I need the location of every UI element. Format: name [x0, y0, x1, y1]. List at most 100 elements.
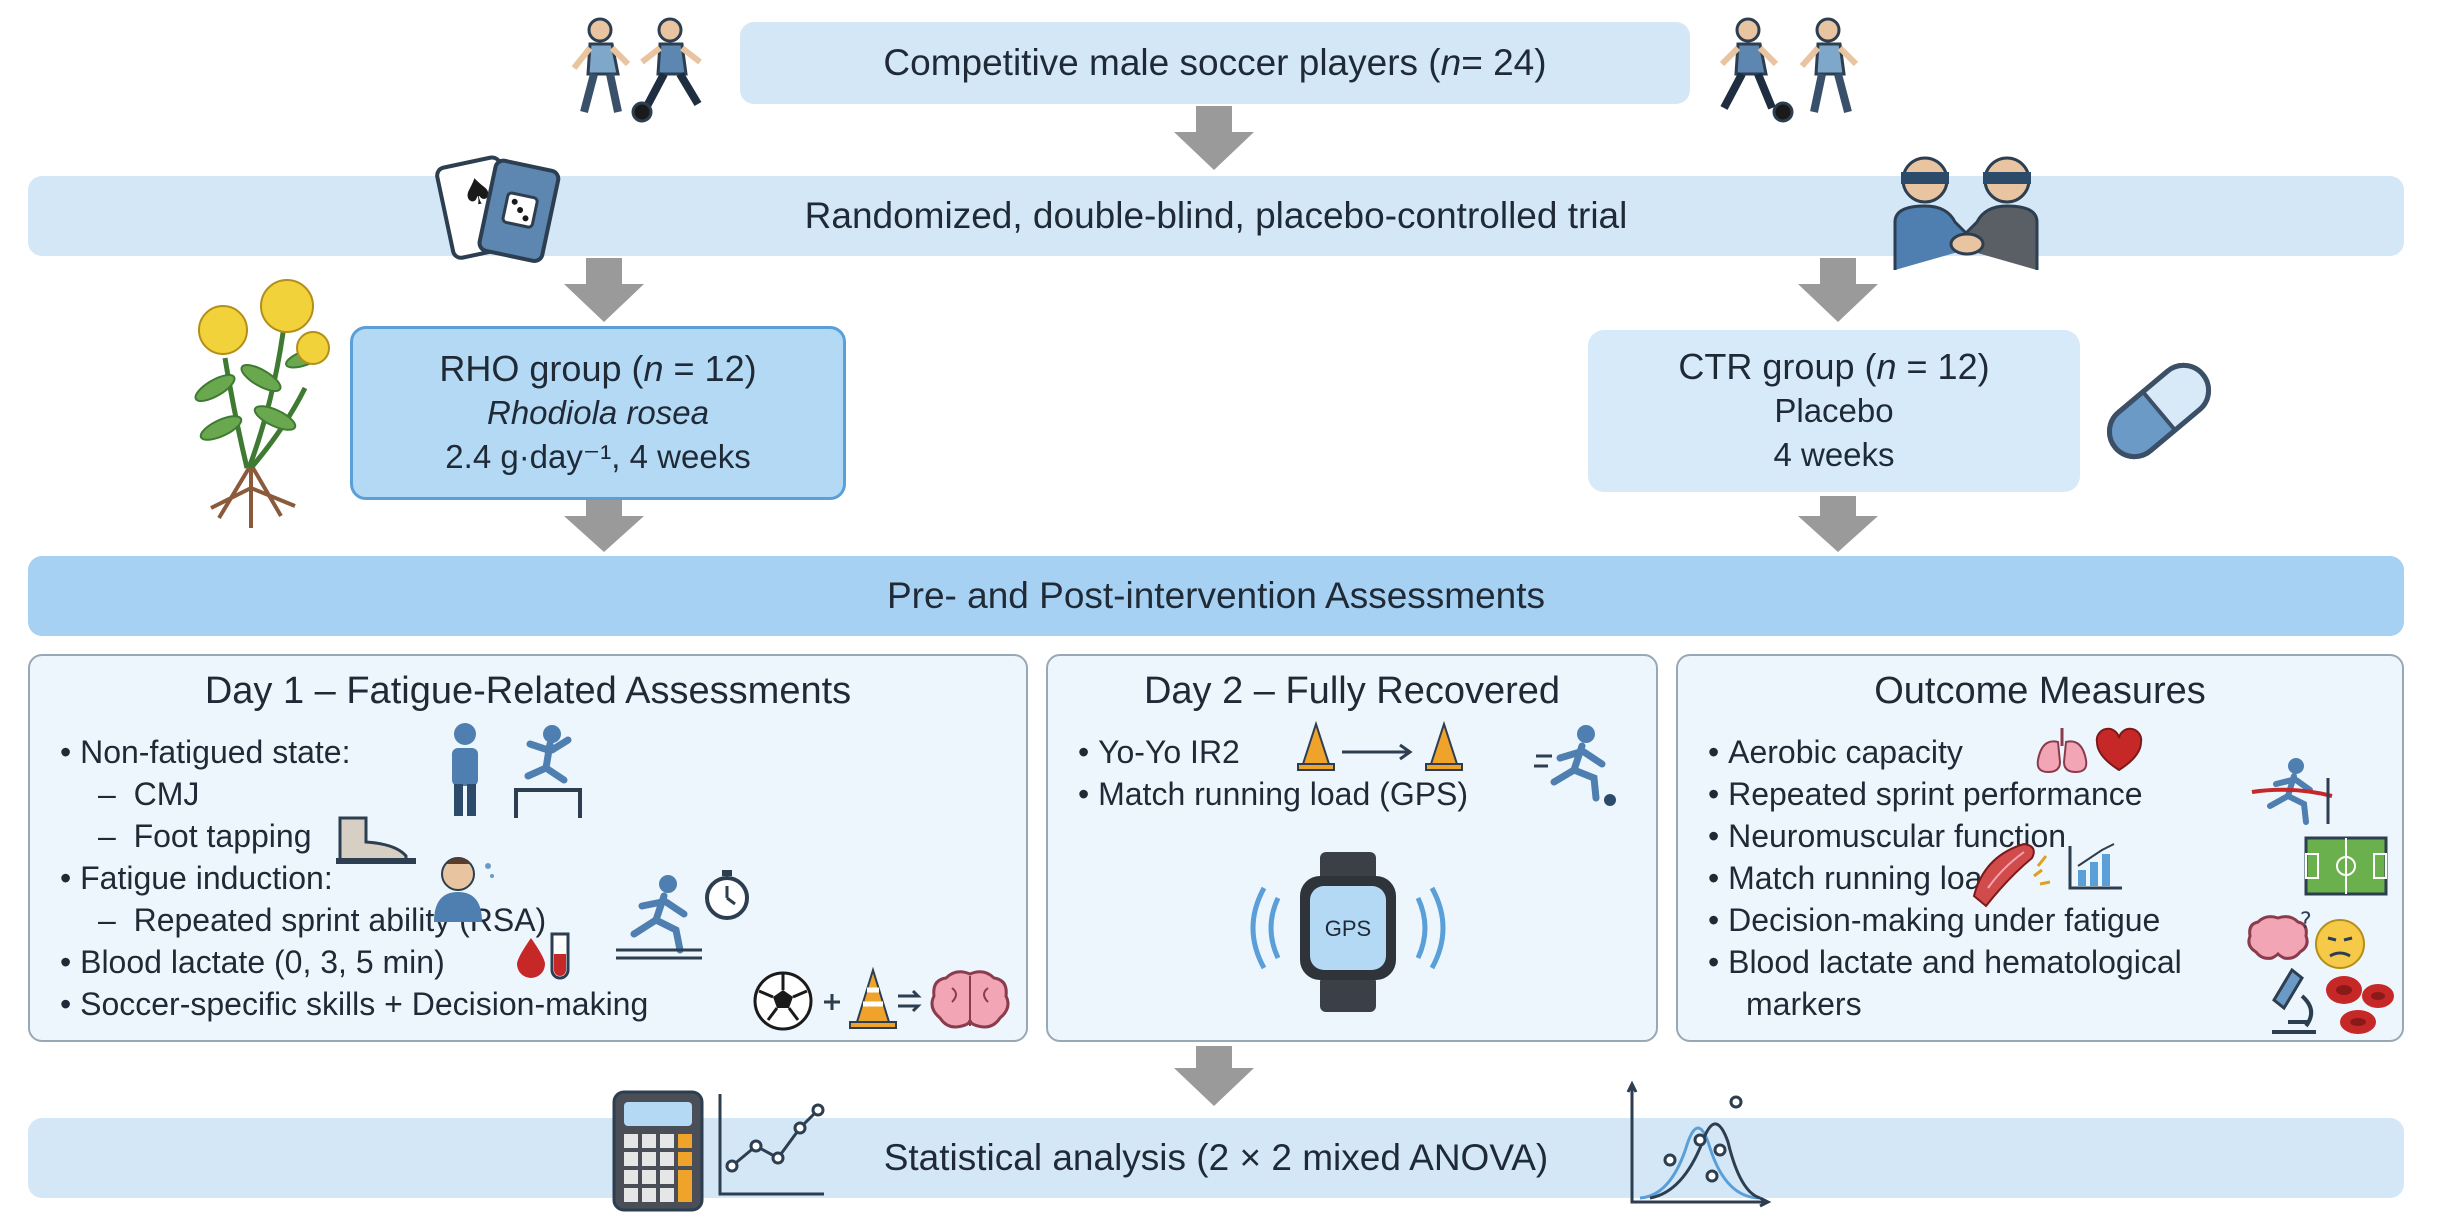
rho-group-name: RHO group (n = 12) — [439, 347, 756, 391]
design-label: Randomized, double-blind, placebo-contro… — [804, 195, 1628, 236]
design-bar: Randomized, double-blind, placebo-contro… — [28, 176, 2404, 256]
item-text: CMJ — [133, 776, 200, 812]
cone-icon — [1425, 720, 1463, 771]
brain-icon: ? — [2247, 909, 2312, 960]
sprinter-icon — [616, 875, 702, 960]
runner-icon — [1534, 725, 1616, 806]
tired-person-icon — [434, 857, 494, 922]
rho-group-box: RHO group (n = 12) Rhodiola rosea 2.4 g·… — [350, 326, 846, 500]
arrow-design-to-rho — [564, 258, 644, 322]
arrow-panels-to-stats — [1174, 1046, 1254, 1106]
day1-item: • Soccer-specific skills + Decision-maki… — [60, 986, 648, 1023]
arrows-icon — [898, 989, 922, 1013]
brain-icon — [930, 970, 1010, 1029]
outcome-item: • Match running load — [1708, 860, 2000, 897]
assessments-title: Pre- and Post-intervention Assessments — [886, 575, 1546, 616]
blood-drop-icon — [517, 938, 545, 978]
day1-item: • Non-fatigued state: — [60, 734, 350, 771]
ctr-group-name: CTR group (n = 12) — [1678, 345, 1989, 389]
jump-hurdle-icon — [514, 725, 582, 818]
item-text: markers — [1746, 986, 1862, 1022]
item-text: Foot tapping — [133, 818, 312, 854]
arrow-right-icon — [1342, 743, 1413, 761]
day1-item: • Blood lactate (0, 3, 5 min) — [60, 944, 445, 981]
calculator-icon — [612, 1090, 704, 1212]
standing-person-icon — [452, 723, 478, 816]
soccer-players-icon — [571, 17, 702, 123]
day2-title: Day 2 – Fully Recovered — [1143, 670, 1561, 712]
item-text: Blood lactate (0, 3, 5 min) — [80, 944, 445, 980]
rho-name-suffix: = 12) — [663, 348, 757, 389]
bullet: – — [98, 902, 116, 938]
outcome-item: • Repeated sprint performance — [1708, 776, 2143, 813]
stopwatch-icon — [705, 870, 749, 920]
line-graph-icon — [718, 1094, 825, 1196]
gps-watch-icon: GPS — [1250, 852, 1446, 1012]
participants-prefix: Competitive male soccer players ( — [883, 42, 1441, 83]
foot-tapping-icon — [336, 816, 416, 864]
ctr-agent: Placebo — [1774, 392, 1894, 429]
svg-text:?: ? — [2300, 909, 2312, 934]
item-text: Neuromuscular function — [1728, 818, 2067, 854]
bullet: • — [1078, 776, 1090, 812]
rho-dose: 2.4 g·day⁻¹, 4 weeks — [445, 438, 751, 475]
participants-suffix: = 24) — [1461, 42, 1547, 83]
outcome-item: • Blood lactate and hematological — [1708, 944, 2182, 981]
outcome-item: • Aerobic capacity — [1708, 734, 1963, 771]
arrow-rho-to-assessments — [564, 496, 644, 552]
microscope-icon — [2272, 967, 2316, 1034]
participants-bar: Competitive male soccer players (n = 24) — [740, 22, 1690, 104]
plus-icon — [824, 994, 840, 1010]
confused-face-icon — [2315, 919, 2365, 969]
gps-label: GPS — [1325, 916, 1371, 941]
capsule-icon — [2106, 362, 2212, 460]
day1-item: • Fatigue induction: — [60, 860, 333, 897]
cone-icon — [1297, 720, 1335, 771]
outcome-item: • Decision-making under fatigue — [1708, 902, 2160, 939]
soccer-players-icon — [1719, 17, 1859, 123]
blindfold-handshake-icon — [1893, 156, 2039, 270]
lungs-icon — [2036, 728, 2088, 774]
day2-panel: Day 2 – Fully Recovered • Yo-Yo IR2 • Ma… — [1046, 654, 1658, 1042]
rho-species: Rhodiola rosea — [487, 394, 709, 431]
finish-line-icon — [2251, 758, 2333, 825]
playing-cards-icon: ♠ — [435, 155, 561, 263]
ctr-group-box: CTR group (n = 12) Placebo 4 weeks — [1588, 330, 2080, 492]
bullet: • — [60, 986, 72, 1022]
bullet: • — [1708, 902, 1720, 938]
arrow-design-to-ctr — [1798, 258, 1878, 322]
item-text: Non-fatigued state: — [80, 734, 351, 770]
muscle-icon — [1972, 842, 2051, 908]
stats-bar: Statistical analysis (2 × 2 mixed ANOVA) — [28, 1118, 2404, 1198]
participants-n: n — [1440, 42, 1462, 83]
distribution-plot-icon — [1626, 1080, 1772, 1208]
item-text: Soccer-specific skills + Decision-making — [80, 986, 649, 1022]
ctr-n: n — [1876, 346, 1897, 387]
bullet: • — [1708, 944, 1720, 980]
assessments-bar: Pre- and Post-intervention Assessments — [28, 556, 2404, 636]
ctr-name-prefix: CTR group ( — [1678, 346, 1877, 387]
day1-panel: Day 1 – Fatigue-Related Assessments • No… — [28, 654, 1028, 1042]
item-text: Match running load (GPS) — [1098, 776, 1469, 812]
cone-icon — [849, 966, 897, 1029]
bullet: • — [60, 944, 72, 980]
bullet: • — [1078, 734, 1090, 770]
soccer-ball-icon — [753, 971, 813, 1031]
heart-icon — [2095, 727, 2143, 772]
item-text: Repeated sprint performance — [1728, 776, 2143, 812]
rho-n: n — [643, 348, 664, 389]
day2-item: • Yo-Yo IR2 — [1078, 734, 1240, 771]
item-text: Aerobic capacity — [1728, 734, 1963, 770]
arrow-participants-to-design — [1174, 106, 1254, 170]
day1-item: – Foot tapping — [98, 818, 311, 855]
soccer-field-icon — [2304, 836, 2388, 896]
bullet: • — [1708, 818, 1720, 854]
ctr-name-suffix: = 12) — [1896, 346, 1990, 387]
bullet: – — [98, 818, 116, 854]
day1-item: – CMJ — [98, 776, 199, 813]
bullet: • — [1708, 776, 1720, 812]
outcome-item: • Neuromuscular function — [1708, 818, 2066, 855]
item-text: Blood lactate and hematological — [1728, 944, 2182, 980]
bullet: • — [60, 860, 72, 896]
